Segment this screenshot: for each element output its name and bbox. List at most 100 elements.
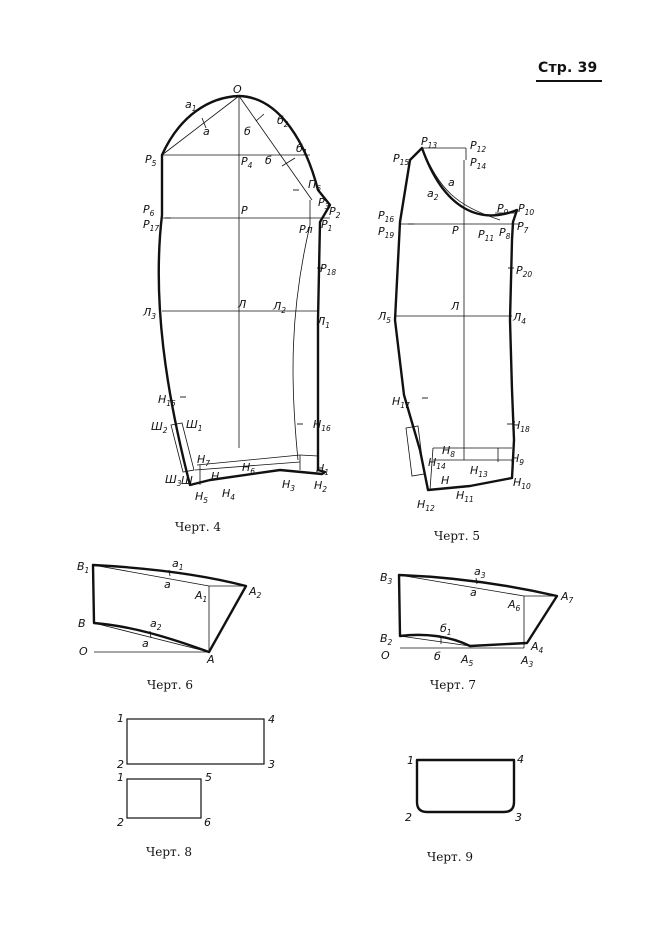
figure-4: О а1 а б2 б б1 б Р5 Р4 П6 Р3 Р2 Р6 Р17 Р… <box>142 83 341 534</box>
fig4-label-l1: Л1 <box>316 315 330 330</box>
figure-7: В3 а3 а А6 А7 В2 б1 О б А5 А4 А3 Черт. 7 <box>380 565 574 692</box>
fig7-line-b2a5 <box>399 635 471 647</box>
fig4-label-p18: Р18 <box>320 262 336 277</box>
fig6-label-a1: а1 <box>172 557 184 572</box>
fig8-label-1b: 1 <box>117 771 124 784</box>
fig5-label-p9: Р9 <box>497 202 509 217</box>
fig4-label-h1: Н1 <box>316 462 329 477</box>
fig4-label-h6: Н6 <box>242 461 255 476</box>
fig5-label-h11: Н11 <box>456 489 474 504</box>
fig7-label-b2: В2 <box>380 632 393 647</box>
fig4-label-h5: Н5 <box>195 490 208 505</box>
fig6-line-b1a1 <box>92 564 210 587</box>
fig5-label-h: Н <box>441 474 449 487</box>
fig6-label-b1: В1 <box>77 560 89 575</box>
fig4-label-sh: Ш <box>181 474 193 487</box>
fig7-label-o: О <box>381 649 390 662</box>
fig5-label-h8: Н8 <box>442 444 455 459</box>
fig4-label-b1: б1 <box>296 142 308 157</box>
fig4-label-h4: Н4 <box>222 487 235 502</box>
fig5-label-p20: Р20 <box>516 264 532 279</box>
fig6-label-o: О <box>79 645 88 658</box>
fig5-label-p14: Р14 <box>470 156 486 171</box>
fig4-cuff-rect <box>170 422 195 473</box>
fig4-line-h6 <box>194 461 301 471</box>
fig8-rect-large <box>126 718 265 765</box>
fig5-caption: Черт. 5 <box>434 529 480 543</box>
fig8-label-3: 3 <box>268 758 275 771</box>
fig5-label-a2: а2 <box>427 187 439 202</box>
fig8-label-6: 6 <box>204 816 211 829</box>
fig4-label-l3: Л3 <box>142 306 156 321</box>
fig7-label-b: б <box>434 650 441 663</box>
fig7-label-b1: б1 <box>440 622 452 637</box>
figure-8: 1 4 2 3 1 5 2 6 Черт. 8 <box>117 712 275 859</box>
fig5-label-p11: Р11 <box>478 228 494 243</box>
fig4-label-sh3: Ш3 <box>165 473 182 488</box>
fig4-label-p6: Р6 <box>143 203 155 218</box>
fig7-label-a: а <box>470 586 477 599</box>
page-number: Стр. 39 <box>538 60 598 76</box>
fig4-label-sh1: Ш1 <box>186 418 203 433</box>
fig4-label-o: О <box>233 83 242 96</box>
fig9-label-2: 2 <box>405 811 412 824</box>
fig4-line-h7h1 <box>196 454 301 466</box>
fig4-label-h3: Н3 <box>282 478 295 493</box>
fig6-label-a1-point: А1 <box>194 589 207 604</box>
fig6-tick-a1 <box>168 569 171 577</box>
fig7-label-a6: А6 <box>507 598 521 613</box>
fig5-curve-a <box>421 147 501 221</box>
fig4-label-l: Л <box>237 298 246 311</box>
fig5-label-p13: Р13 <box>421 135 437 150</box>
fig9-label-4: 4 <box>517 753 524 766</box>
fig4-line-h1 <box>299 454 319 457</box>
fig6-label-a: а <box>164 578 171 591</box>
fig4-label-a1: а1 <box>185 98 197 113</box>
fig4-label-h2: Н2 <box>314 479 327 494</box>
fig4-label-l2: Л2 <box>272 300 286 315</box>
fig4-label-p3: Р3 <box>318 196 330 211</box>
fig6-label-a2: а2 <box>150 617 162 632</box>
fig4-label-h15: Н15 <box>158 393 176 408</box>
fig5-label-h12: Н12 <box>417 498 435 513</box>
page-number-rule <box>536 80 602 82</box>
fig4-curve-l2 <box>292 224 311 461</box>
fig4-label-b: б <box>244 125 251 138</box>
fig4-label-p4: Р4 <box>241 155 253 170</box>
fig4-chord-a <box>161 95 240 156</box>
fig6-label-a2-point: А2 <box>248 585 262 600</box>
fig6-line-ba <box>93 622 210 653</box>
fig5-label-l5: Л5 <box>377 310 391 325</box>
fig4-label-a: а <box>203 125 210 138</box>
fig9-label-1: 1 <box>407 754 414 767</box>
fig7-outline <box>397 573 559 648</box>
fig6-label-a-point: А <box>206 653 215 666</box>
fig7-label-a5: А5 <box>460 653 474 668</box>
fig5-label-p15: Р15 <box>393 152 409 167</box>
fig8-label-1: 1 <box>117 712 124 725</box>
fig8-label-4: 4 <box>268 713 275 726</box>
fig5-label-p: Р <box>452 224 459 237</box>
fig8-label-5: 5 <box>205 771 212 784</box>
fig7-label-a3: а3 <box>474 565 486 580</box>
figure-6: В1 а1 а А1 А2 В а2 а О А Черт. 6 <box>77 557 262 692</box>
fig5-label-p12: Р12 <box>470 139 486 154</box>
fig4-label-sh2: Ш2 <box>151 420 168 435</box>
fig5-cuff-rect <box>405 425 425 477</box>
figure-5: Р13 Р12 Р15 Р14 а а2 Р9 Р10 Р16 Р19 Р Р1… <box>377 135 534 543</box>
fig4-label-p: Р <box>241 204 248 217</box>
fig4-outline <box>157 94 332 487</box>
fig5-label-p7: Р7 <box>517 220 529 235</box>
figure-9: 1 4 2 3 Черт. 9 <box>405 753 524 864</box>
fig4-tick-a <box>201 117 207 129</box>
fig6-label-a-lower: а <box>142 637 149 650</box>
fig6-caption: Черт. 6 <box>147 678 193 692</box>
fig4-label-h16: Н16 <box>313 418 331 433</box>
fig5-label-h18: Н18 <box>512 419 530 434</box>
fig4-caption: Черт. 4 <box>175 520 221 534</box>
fig5-line-h12 <box>429 447 434 491</box>
fig7-label-a7: А7 <box>560 590 574 605</box>
fig5-label-h10: Н10 <box>513 476 531 491</box>
fig4-label-h7: Н7 <box>197 453 210 468</box>
